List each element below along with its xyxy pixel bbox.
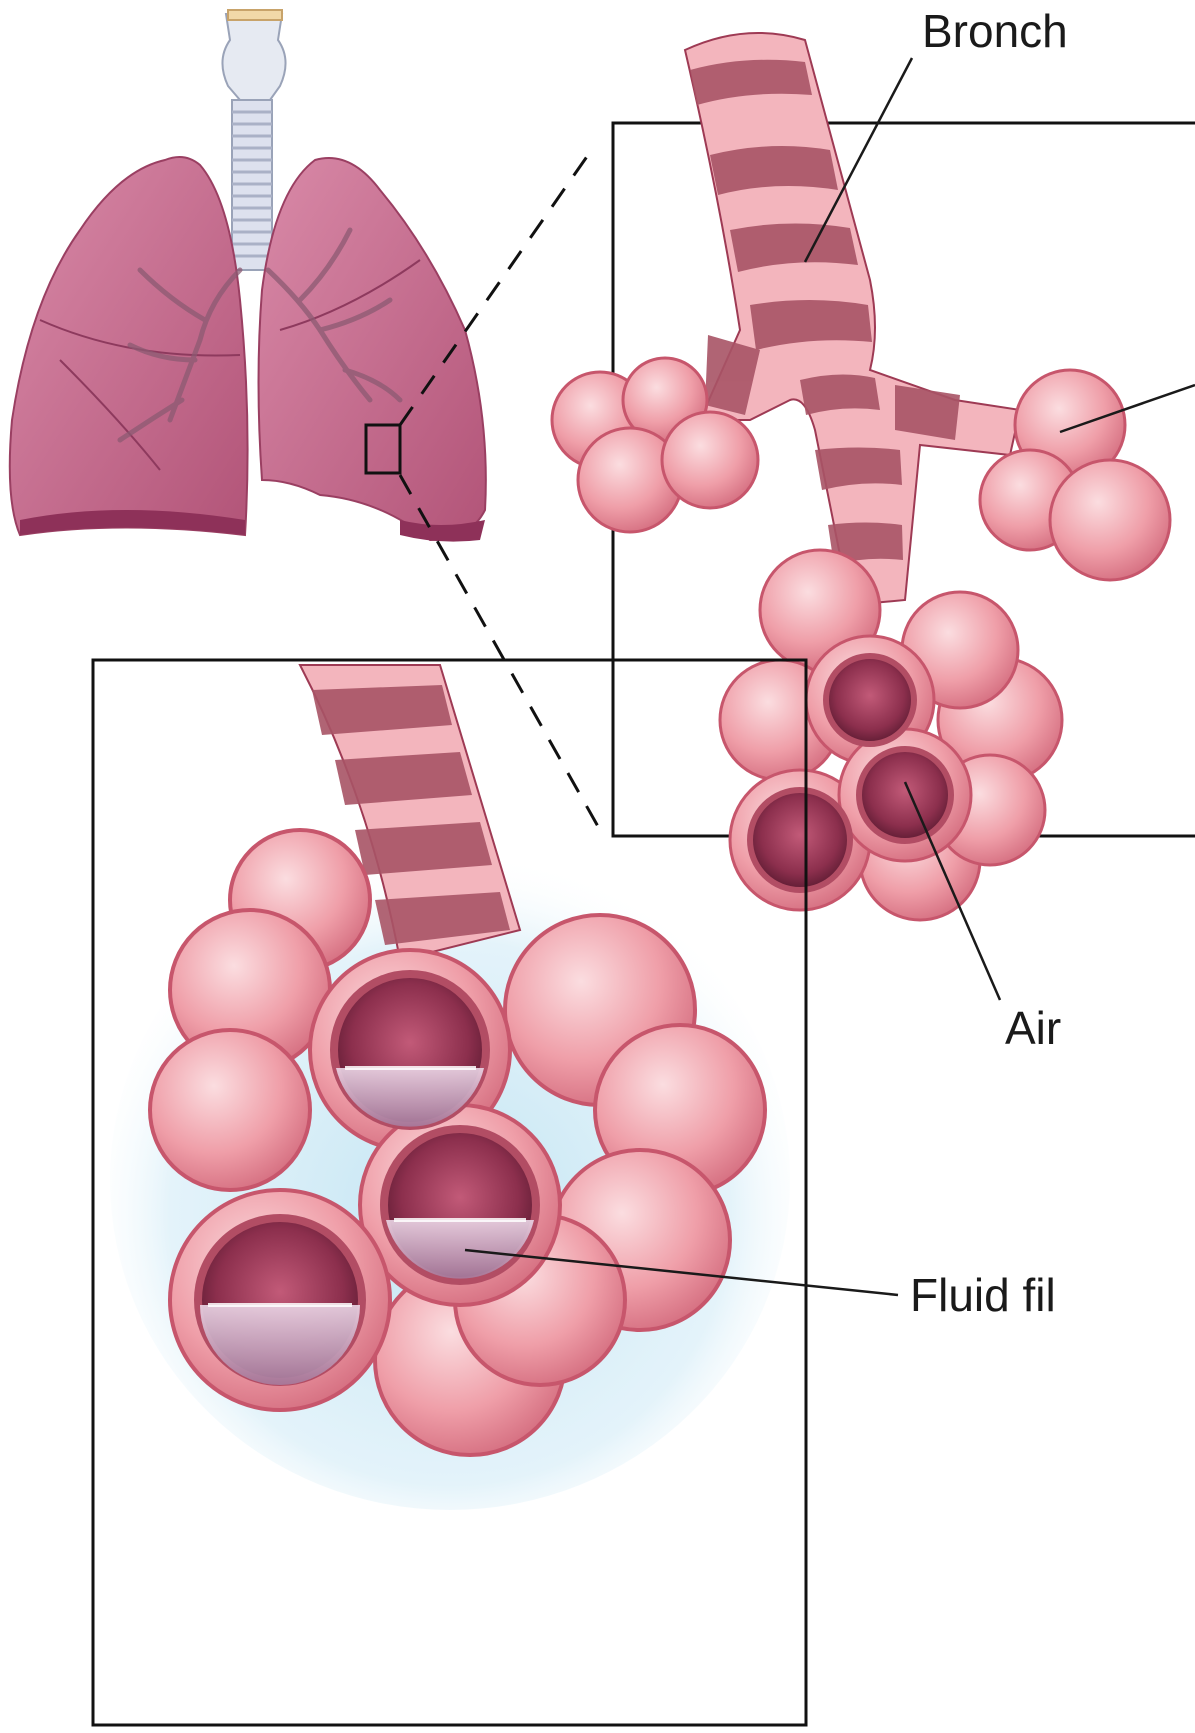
fluid-illustration	[110, 665, 790, 1510]
fluid-alveolus-1	[334, 974, 486, 1127]
lungs-overview	[10, 10, 486, 542]
alveolar-cluster-right	[980, 370, 1170, 580]
bronchiole-label: Bronch	[922, 8, 1068, 54]
air-label: Air	[1005, 1005, 1061, 1051]
bronchiole-illustration	[552, 33, 1170, 920]
larynx	[222, 14, 285, 100]
fluid-alveolus-2	[384, 1129, 536, 1281]
fluid-alveolus-3	[198, 1218, 362, 1385]
trachea	[232, 100, 272, 270]
fluid-label: Fluid fil	[910, 1272, 1056, 1318]
